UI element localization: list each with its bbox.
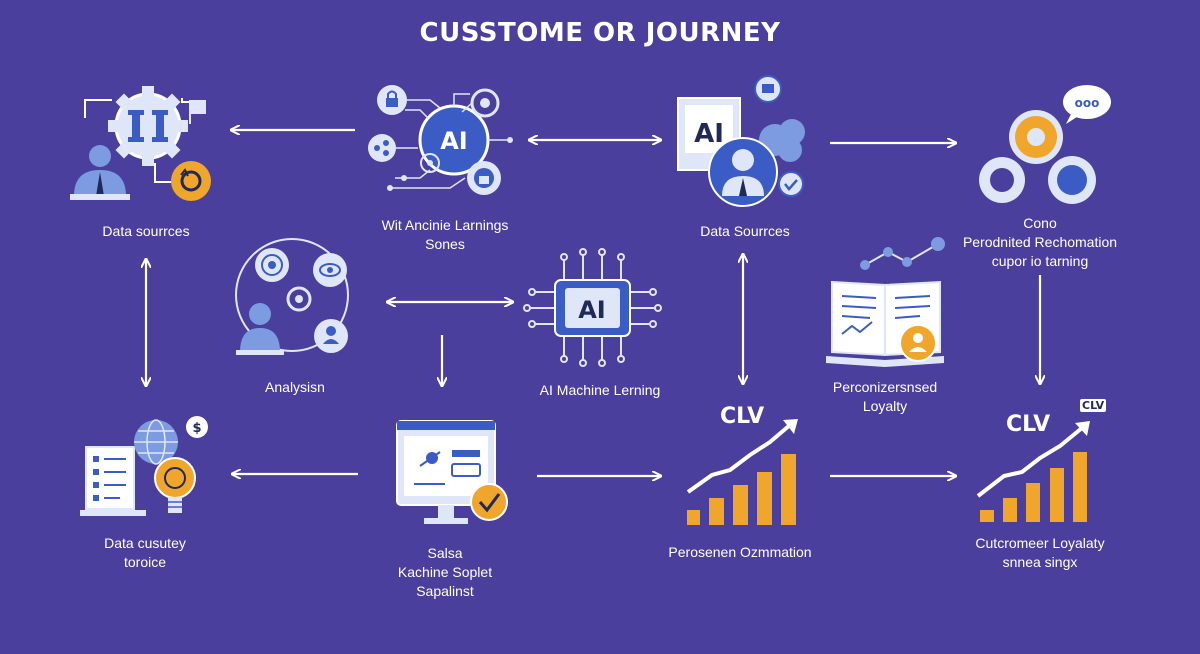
person-icon: [236, 303, 284, 355]
label-line: Wit Ancinie Larnings: [381, 217, 509, 233]
globe-icon: [134, 419, 178, 465]
flag-icon: [190, 100, 206, 114]
node-label-personalized-loyalty: Perconizersnsed Loyalty: [790, 378, 980, 416]
label-line: AI Machine Lerning: [539, 382, 661, 398]
clv-label: CLV: [1006, 412, 1051, 437]
node-label-personalized-reco: Cono Perodnited Rechomation cupor io tar…: [920, 214, 1160, 271]
loyalty-book-illustration: [826, 237, 945, 367]
sales-monitor-illustration: [396, 420, 508, 524]
clv-bar: [687, 510, 700, 525]
gear-icon: [286, 286, 312, 312]
node-label-data-sources-left: Data sourrces: [50, 222, 242, 241]
monitor-ai-text: AI: [694, 119, 724, 149]
clv-trend-line: [686, 423, 792, 494]
label-line: Perconizersnsed: [832, 379, 938, 395]
label-line: Perodnited Rechomation: [962, 234, 1118, 250]
node-label-sales: Salsa Kachine Soplet Sapalinst: [350, 544, 540, 601]
loyalty-bar: [1050, 468, 1064, 522]
wit-ai-illustration: AI: [368, 85, 513, 195]
node-label-cust-loyalty: Cutcromeer Loyalaty snnea singx: [930, 534, 1150, 572]
label-line: Data sourrces: [102, 223, 190, 239]
label-line: toroice: [123, 554, 167, 570]
ai-core-text: AI: [440, 127, 468, 155]
data-customer-illustration: $: [80, 416, 208, 516]
cloud-icon: [759, 119, 805, 162]
clv-bar: [733, 485, 748, 525]
node-label-analysis: Analysisn: [200, 378, 390, 397]
gear-icon: [108, 86, 188, 166]
share-icon: [368, 134, 396, 162]
blue-gear-icon: [1048, 156, 1096, 204]
ai-chip-illustration: AI: [523, 248, 662, 367]
personalized-reco-illustration: ooo: [979, 85, 1111, 204]
label-line: Data Sourrces: [700, 223, 790, 239]
loyalty-bar: [1073, 452, 1087, 522]
analysis-illustration: [235, 238, 349, 355]
label-line: Salsa: [427, 545, 463, 561]
check-badge-icon: [470, 483, 508, 521]
chip-ai-text: AI: [578, 296, 606, 324]
label-line: Sones: [425, 236, 465, 252]
label-line: Perosenen Ozmmation: [668, 544, 812, 560]
loyalty-trend-line: [976, 426, 1084, 498]
clv-chart-illustration: [686, 419, 798, 525]
person-icon: [70, 145, 130, 200]
label-line: Kachine Soplet: [397, 564, 493, 580]
orange-sync-icon: [171, 161, 211, 201]
node-label-wit-ai: Wit Ancinie Larnings Sones: [330, 216, 560, 254]
loyalty-chart-illustration: [976, 421, 1090, 522]
orange-gear-icon: [1009, 110, 1063, 164]
node-label-data-customer: Data cusutey toroice: [50, 534, 240, 572]
check-badge-icon: [778, 171, 804, 197]
clv-tag: CLV: [1080, 399, 1107, 412]
light-bulb-icon: [154, 457, 196, 513]
clv-bar: [709, 498, 724, 525]
label-line: Data cusutey: [104, 535, 186, 551]
node-label-ai-machine: AI Machine Lerning: [500, 381, 700, 400]
label-line: Cutcromeer Loyalaty: [975, 535, 1105, 551]
person-circle-icon: [708, 137, 778, 207]
data-sources-illustration: [70, 86, 211, 201]
label-line: Analysisn: [265, 379, 325, 395]
data-sources-monitor-illustration: AI: [677, 75, 805, 207]
loyalty-bar: [1003, 498, 1017, 522]
label-line: cupor io tarning: [991, 253, 1089, 269]
node-label-data-sources-mid: Data Sourrces: [640, 222, 850, 241]
loyalty-bar: [980, 510, 994, 522]
label-line: Loyalty: [862, 398, 908, 414]
chat-bubble-icon: ooo: [1063, 85, 1111, 124]
dollar-text: $: [192, 421, 201, 436]
connector-arrows: [146, 130, 1040, 476]
label-line: snnea singx: [1002, 554, 1078, 570]
white-gear-icon: [979, 157, 1025, 203]
loyalty-bar: [1026, 483, 1040, 522]
node-label-person-opt: Perosenen Ozmmation: [630, 543, 850, 562]
target-small-icon: [420, 153, 440, 173]
chat-bubble-text: ooo: [1075, 96, 1100, 110]
checklist-icon: [80, 446, 146, 516]
clv-label: CLV: [720, 404, 765, 429]
lock-gear-icon: [467, 161, 501, 195]
clv-bar: [757, 472, 772, 525]
page-title: CUSSTOME OR JOURNEY: [419, 18, 781, 48]
clv-bar: [781, 454, 796, 525]
dollar-icon: $: [186, 416, 208, 438]
label-line: Sapalinst: [416, 583, 474, 599]
label-line: Cono: [1023, 215, 1057, 231]
